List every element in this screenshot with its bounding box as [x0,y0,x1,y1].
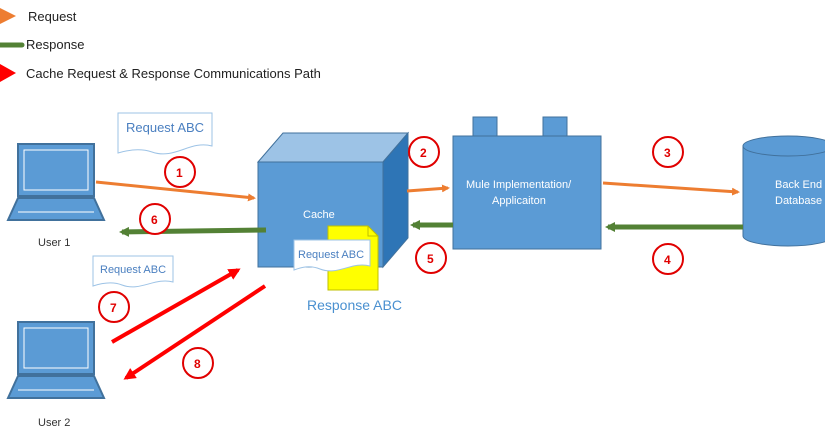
step-8-marker: 8 [182,347,214,379]
user2-laptop: User 2 [6,321,106,429]
request-arrow-cache-to-mule [406,184,450,193]
request-arrow-icon [0,8,16,24]
step-7-marker: 7 [98,291,130,323]
legend-request: Request [0,8,77,24]
legend-response: Response [0,37,85,52]
legend-response-label: Response [26,37,85,52]
response-arrow-cache-to-user1 [119,226,267,237]
step-5-marker: 5 [415,242,447,274]
database-label-line2: Database [775,195,822,207]
step-1-label: 1 [176,166,183,180]
request-abc-doc-label: Request ABC [126,120,204,135]
response-abc-document: Request ABC Response ABC [293,225,402,313]
response-abc-label: Response ABC [307,297,402,313]
request-abc-user2-doc-label: Request ABC [100,264,166,276]
cache-response-arrow-user2 [123,284,267,380]
step-4-label: 4 [664,253,671,267]
mule-label-line2: Applicaiton [492,195,546,207]
mule-application-box: Mule Implementation/ Applicaiton [452,116,602,250]
request-abc-user2-document: Request ABC [92,255,174,288]
laptop-icon [6,143,106,221]
step-markers: 1 2 3 4 5 6 7 8 [98,136,684,379]
legend-cache-path-label: Cache Request & Response Communications … [26,66,321,81]
step-5-label: 5 [427,252,434,266]
step-8-label: 8 [194,357,201,371]
step-3-label: 3 [664,146,671,160]
database-cylinder: Back End Database [742,135,825,247]
step-2-marker: 2 [408,136,440,168]
legend: Request Response Cache Request & Respons… [0,8,321,82]
legend-cache-path: Cache Request & Response Communications … [0,64,321,82]
request-abc-document: Request ABC [117,112,213,155]
cache-label: Cache [303,209,335,221]
laptop-icon [6,321,106,399]
database-label-line1: Back End [775,179,822,191]
cache-request-arrow-user2 [111,268,241,344]
step-3-marker: 3 [652,136,684,168]
request-arrow-user1-to-cache [95,180,256,202]
user2-label: User 2 [38,417,70,429]
user1-laptop: User 1 [6,143,106,249]
request-abc-cache-label: Request ABC [298,249,364,261]
step-4-marker: 4 [652,243,684,275]
user1-label: User 1 [38,237,70,249]
step-1-marker: 1 [164,156,196,188]
cache-path-arrow-icon [0,64,16,82]
step-7-label: 7 [110,301,117,315]
step-6-label: 6 [151,213,158,227]
legend-request-label: Request [28,9,77,24]
step-2-label: 2 [420,146,427,160]
request-arrow-mule-to-db [602,181,740,196]
step-6-marker: 6 [139,203,171,235]
arrows [95,180,743,380]
cache-cube: Cache [256,131,410,269]
mule-label-line1: Mule Implementation/ [466,179,572,191]
